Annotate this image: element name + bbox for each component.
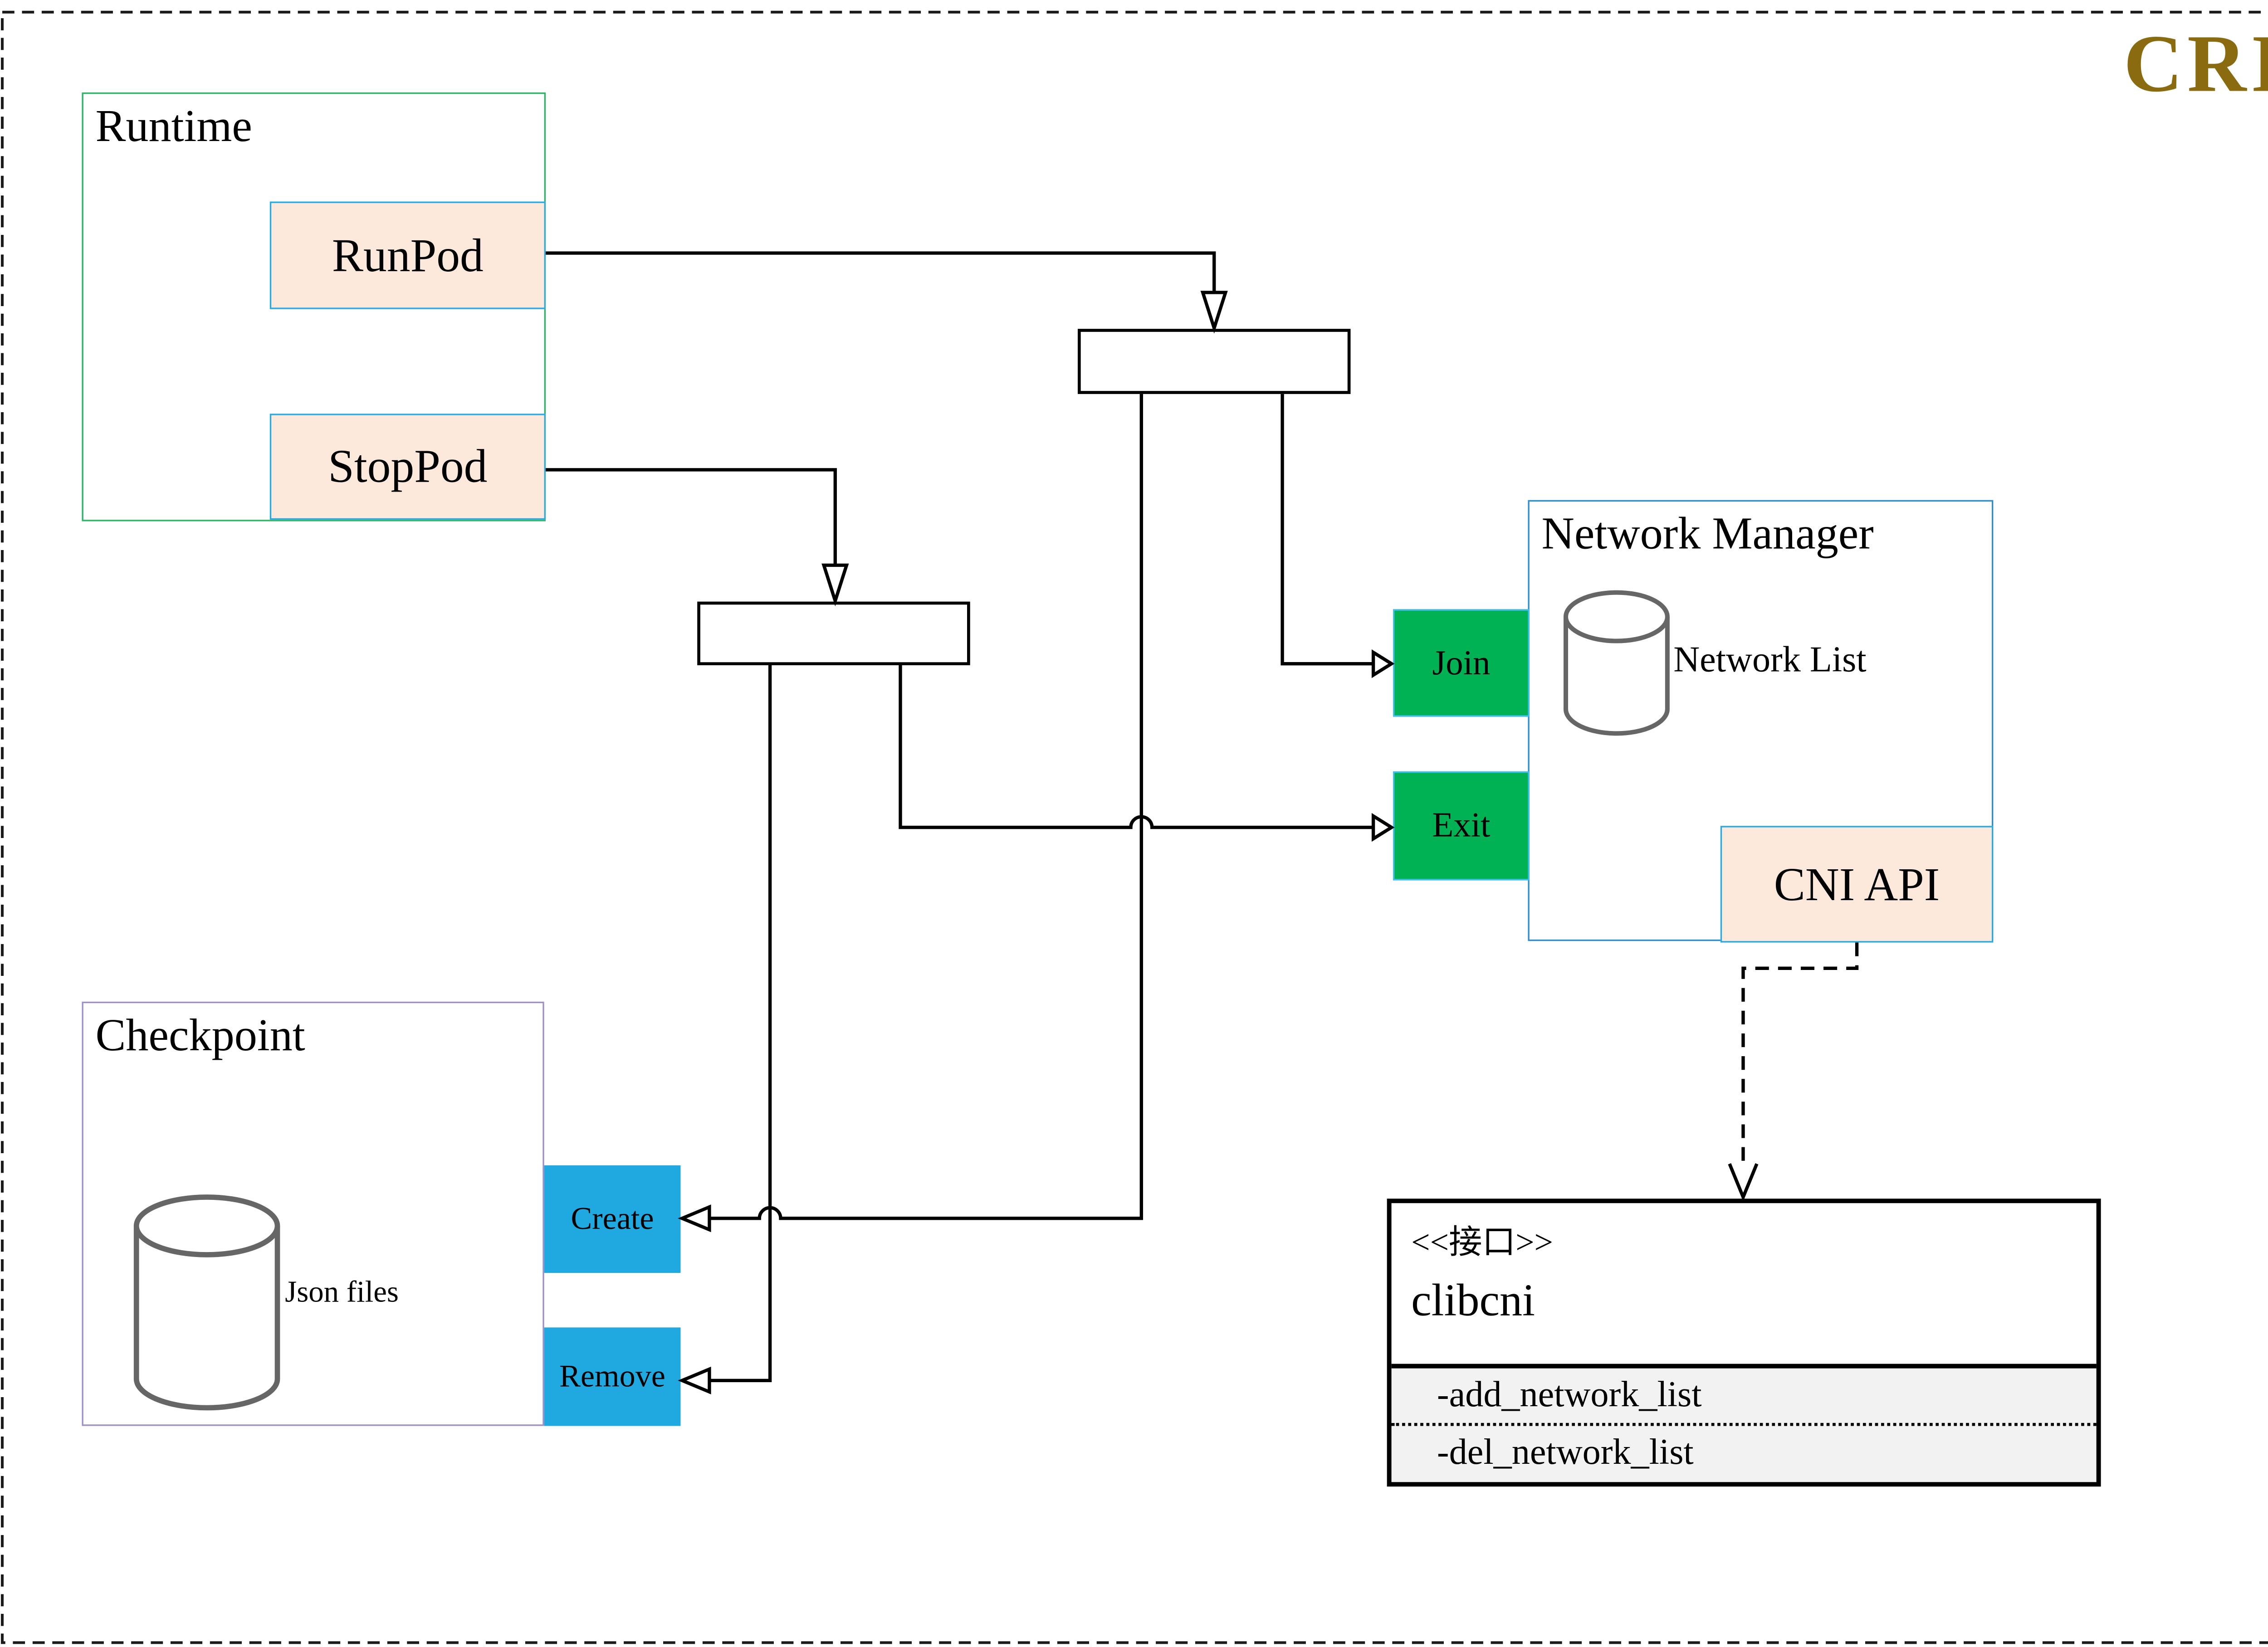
arrow-open-down-icon	[1728, 1163, 1759, 1202]
del-network-list-method: -del_network_list	[1437, 1433, 1694, 1473]
create-label: Create	[571, 1200, 654, 1237]
interface-stereotype-label: <<接口>>	[1411, 1223, 1554, 1261]
exit-label: Exit	[1432, 806, 1491, 844]
arrow-right-icon	[1371, 813, 1395, 842]
create-node: Create	[544, 1165, 681, 1273]
exit-node: Exit	[1393, 771, 1530, 881]
runpod-node: RunPod	[269, 201, 546, 309]
checkpoint-label: Checkpoint	[95, 1010, 305, 1061]
stoppod-label: StopPod	[328, 439, 488, 493]
connector-stoppod-to-junction	[546, 468, 837, 565]
junction-bar-middle	[697, 601, 970, 666]
clibcni-interface-box: <<接口>> clibcni -add_network_list -del_ne…	[1387, 1199, 2101, 1487]
junction-bar-top	[1077, 329, 1351, 394]
arrow-left-icon	[678, 1366, 711, 1394]
connector-runpod-to-junction	[546, 251, 1216, 292]
clibcni-methods-section: -add_network_list -del_network_list	[1391, 1364, 2097, 1482]
method-row: -add_network_list	[1391, 1369, 2097, 1426]
connector-junction-to-join	[1281, 394, 1374, 666]
add-network-list-method: -add_network_list	[1437, 1375, 1702, 1415]
join-node: Join	[1393, 609, 1530, 717]
diagram-title: CRI	[2123, 18, 2268, 109]
connector-junction-to-remove	[709, 665, 772, 1382]
remove-node: Remove	[544, 1327, 681, 1426]
network-manager-label: Network Manager	[1541, 509, 1874, 560]
method-row: -del_network_list	[1392, 1426, 2097, 1482]
connector-junction-to-exit	[899, 665, 1374, 829]
cni-api-label: CNI API	[1774, 857, 1940, 910]
cni-api-node: CNI API	[1720, 826, 1994, 943]
connector-cniapi-to-clibcni	[1741, 942, 1859, 1167]
connector-junction-to-create	[709, 394, 1143, 1220]
join-label: Join	[1432, 643, 1491, 682]
json-files-label: Json files	[285, 1276, 399, 1310]
remove-label: Remove	[559, 1358, 665, 1394]
runtime-label: Runtime	[95, 101, 252, 152]
clibcni-name-label: clibcni	[1411, 1276, 1535, 1326]
arrow-down-icon	[1200, 291, 1228, 334]
arrow-right-icon	[1371, 649, 1395, 678]
checkpoint-container: Checkpoint	[82, 1001, 544, 1426]
stoppod-node: StopPod	[269, 414, 546, 520]
network-list-label: Network List	[1673, 641, 1867, 681]
arrow-down-icon	[821, 563, 849, 607]
runpod-label: RunPod	[332, 228, 484, 281]
clibcni-header: <<接口>> clibcni	[1391, 1203, 2097, 1364]
arrow-left-icon	[678, 1204, 711, 1233]
